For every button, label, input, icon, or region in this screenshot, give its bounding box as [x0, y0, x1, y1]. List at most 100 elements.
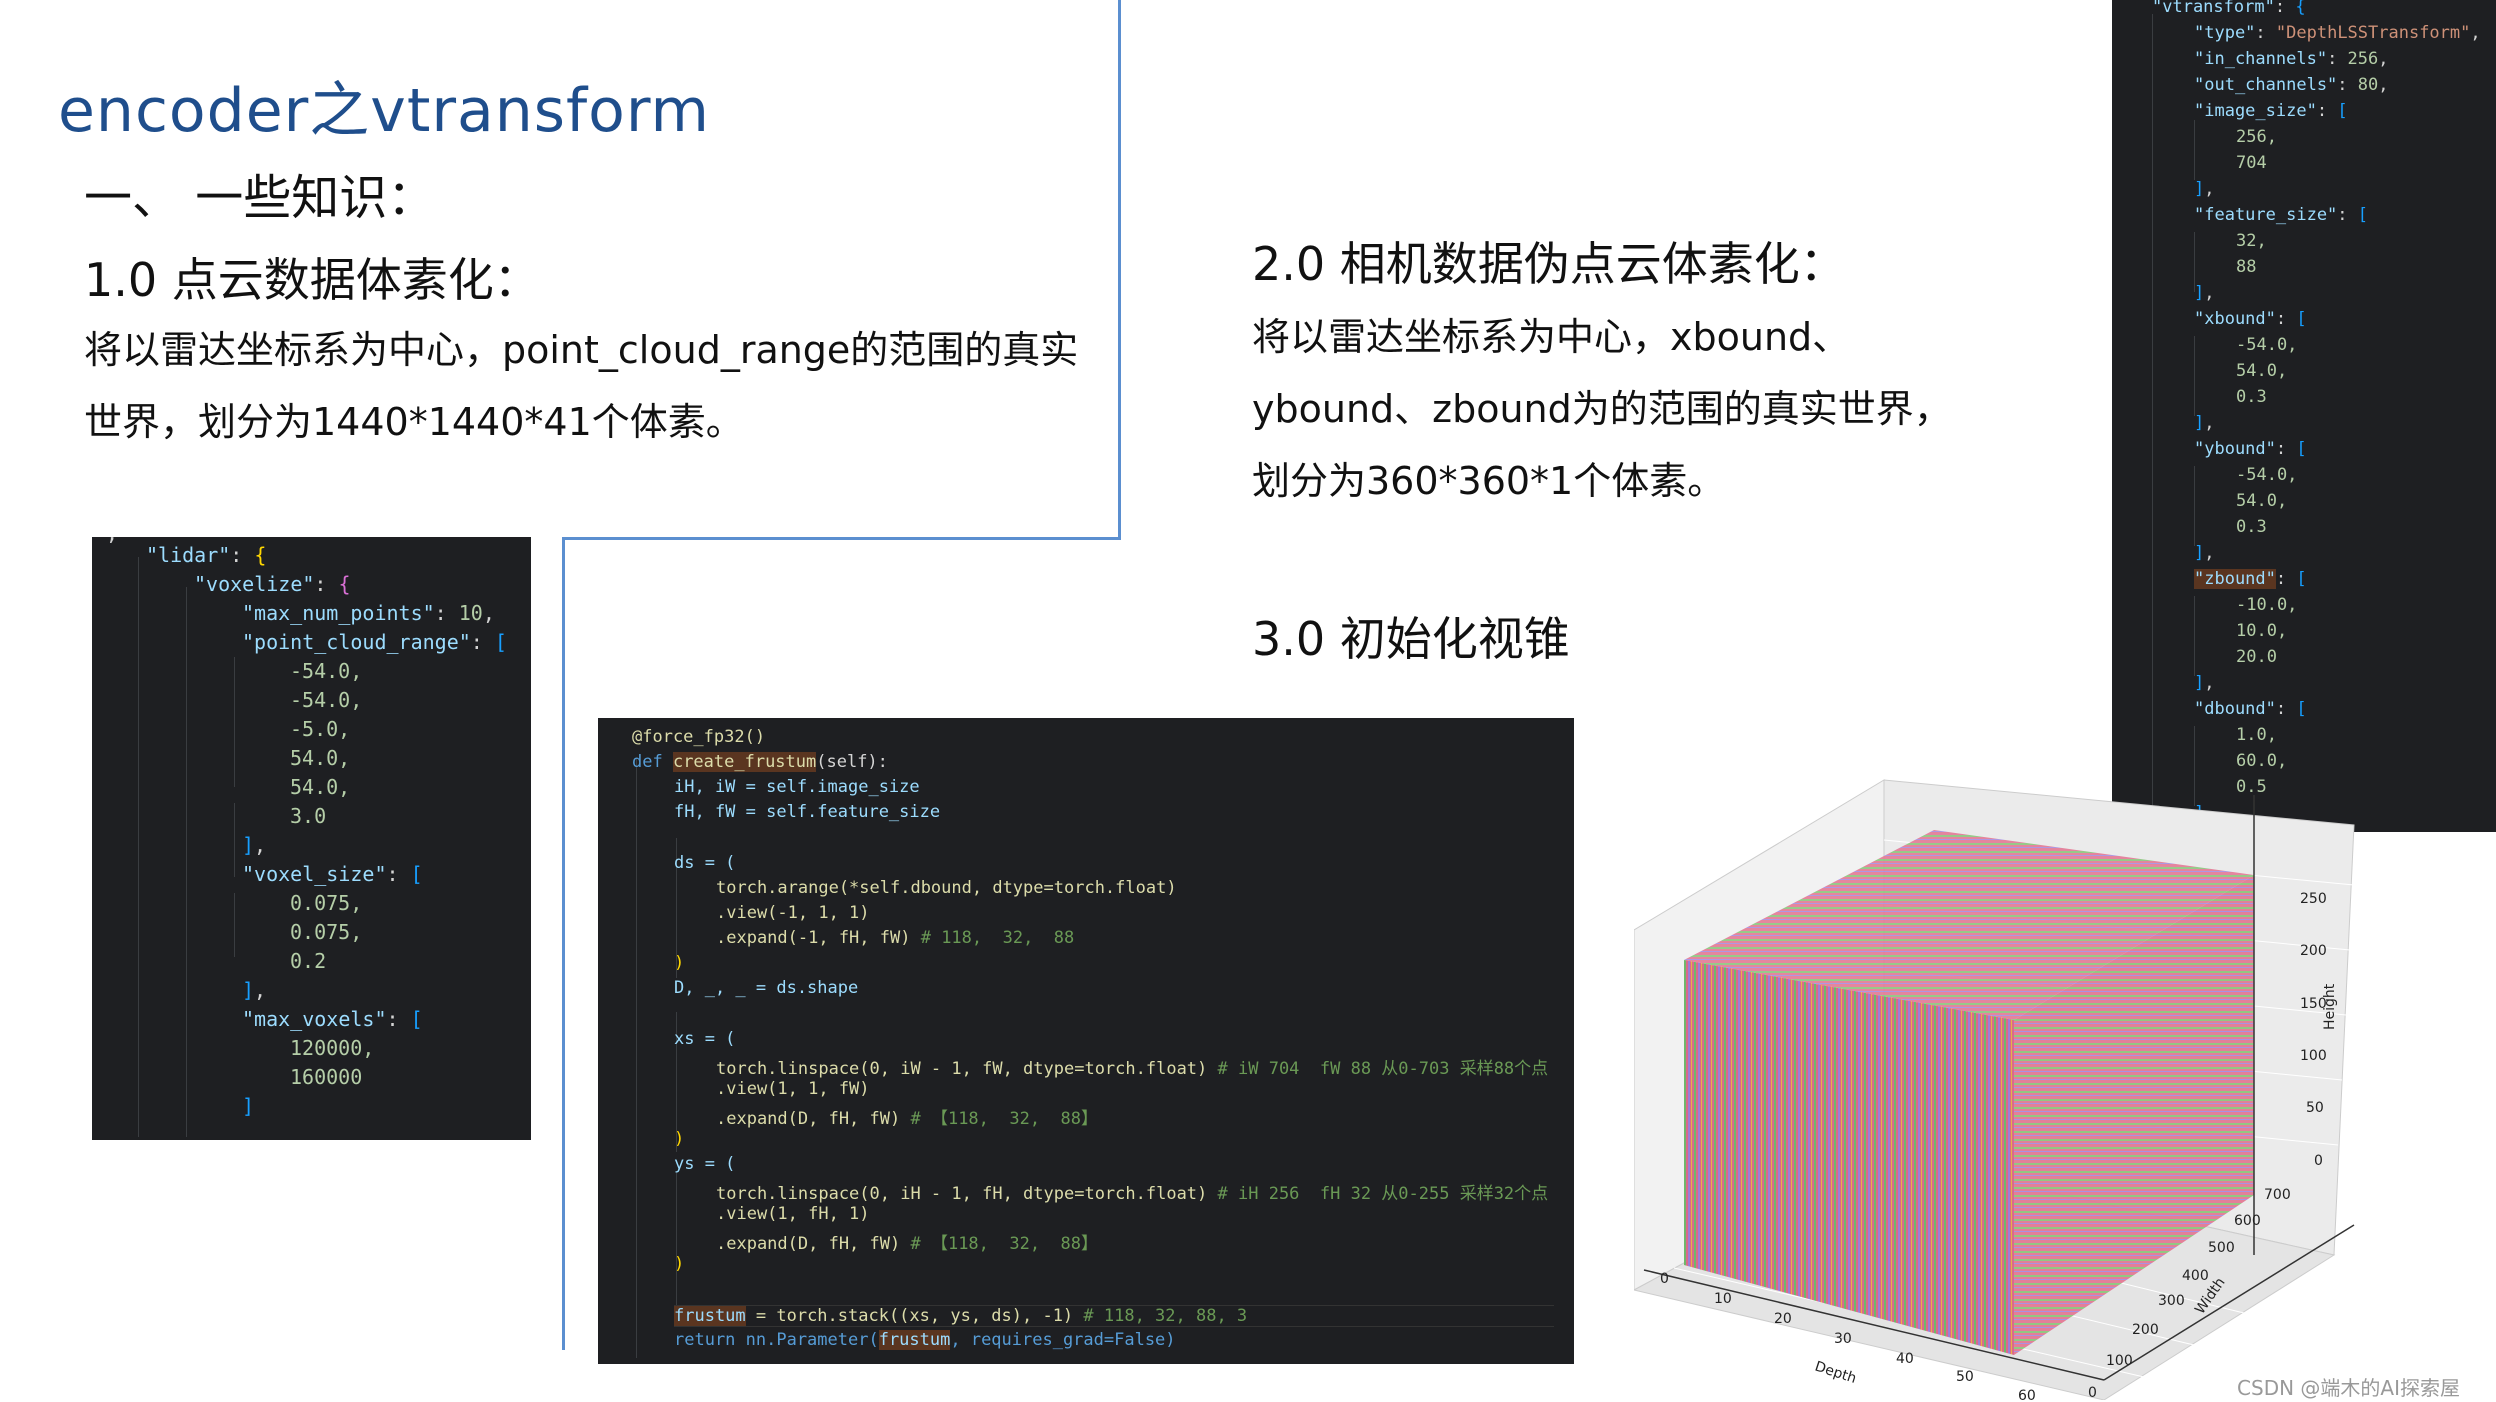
width-tick-500: 500	[2208, 1240, 2235, 1256]
max-voxels-value-0: 120000,	[290, 1036, 375, 1060]
section1-heading: 1.0 点云数据体素化：	[84, 253, 540, 307]
ybound-key: "ybound"	[2194, 439, 2276, 459]
zbound-key: "zbound"	[2194, 569, 2276, 589]
code-line-6: ds = (	[674, 853, 736, 873]
width-tick-700: 700	[2264, 1187, 2291, 1203]
cube-side-face	[2014, 875, 2254, 1355]
section2-line2: ybound、zbound为的范围的真实世界，	[1252, 387, 1952, 431]
section1-line1: 将以雷达坐标系为中心，point_cloud_range的范围的真实	[84, 328, 1079, 372]
xbound-value-2: 0.3	[2236, 387, 2267, 407]
code-line-14: torch.linspace(0, iW - 1, fW, dtype=torc…	[716, 1059, 1208, 1079]
width-tick-600: 600	[2234, 1213, 2261, 1229]
cube-front-face	[1684, 960, 2014, 1355]
type-value: "DepthLSSTransform"	[2275, 23, 2471, 43]
height-tick-250: 250	[2300, 891, 2327, 907]
depth-tick-20: 20	[1774, 1311, 1792, 1327]
section2-line1: 将以雷达坐标系为中心，xbound、	[1252, 315, 1851, 359]
in-channels-key: "in_channels"	[2194, 49, 2328, 69]
page-title: encoder之vtransform	[58, 76, 710, 146]
code-comment-16: # 【118, 32, 88】	[910, 1109, 1099, 1129]
width-tick-300: 300	[2158, 1293, 2185, 1309]
pcr-value-2: -5.0,	[290, 717, 351, 741]
width-tick-0: 0	[2088, 1385, 2097, 1400]
ybound-value-0: -54.0,	[2236, 465, 2298, 485]
height-axis-label: Height	[2322, 983, 2338, 1030]
vtransform-key: "vtransform"	[2152, 0, 2275, 17]
frustum-var: frustum	[674, 1306, 746, 1326]
code-line-17: )	[674, 1129, 685, 1149]
code-comment-24: # 118, 32, 88, 3	[1073, 1306, 1248, 1326]
code-line-8: .view(-1, 1, 1)	[716, 903, 870, 923]
width-axis	[2103, 1224, 2355, 1381]
image-size-key: "image_size"	[2194, 101, 2317, 121]
max-num-points-value: 10	[458, 601, 483, 625]
voxel-size-value-0: 0.075,	[290, 891, 363, 915]
depth-tick-60: 60	[2018, 1388, 2036, 1400]
xbound-value-0: -54.0,	[2236, 335, 2298, 355]
code-line-22: )	[674, 1254, 685, 1274]
dbound-value-1: 60.0,	[2236, 751, 2288, 771]
image-size-value-1: 704	[2236, 153, 2267, 173]
height-tick-200: 200	[2300, 943, 2327, 959]
pcr-value-1: -54.0,	[290, 688, 363, 712]
feature-size-value-0: 32,	[2236, 231, 2267, 251]
width-tick-100: 100	[2106, 1353, 2133, 1369]
depth-axis	[1643, 1269, 2105, 1381]
max-num-points-key: "max_num_points"	[242, 601, 435, 625]
section-heading: 一、 一些知识：	[84, 170, 436, 226]
pcr-value-0: -54.0,	[290, 659, 363, 683]
code-line-20: .view(1, fH, 1)	[716, 1204, 870, 1224]
feature-size-value-1: 88	[2236, 257, 2257, 277]
type-key: "type"	[2194, 23, 2256, 43]
depth-tick-30: 30	[1834, 1331, 1852, 1347]
code-comment-19: # iH 256 fH 32 从0-255 采样32个点	[1217, 1184, 1549, 1204]
xbound-value-1: 54.0,	[2236, 361, 2288, 381]
in-channels-value: 256	[2347, 49, 2379, 69]
create-frustum-code: @force_fp32() def create_frustum(self): …	[598, 718, 1574, 1364]
code-line-3: iH, iW = self.image_size	[674, 777, 920, 797]
height-tick-150: 150	[2300, 996, 2327, 1012]
dbound-value-0: 1.0,	[2236, 725, 2277, 745]
zbound-value-0: -10.0,	[2236, 595, 2298, 615]
max-voxels-value-1: 160000	[290, 1065, 363, 1089]
point-cloud-range-key: "point_cloud_range"	[242, 630, 471, 654]
xbound-key: "xbound"	[2194, 309, 2276, 329]
width-tick-400: 400	[2182, 1268, 2209, 1284]
voxel-size-key: "voxel_size"	[242, 862, 387, 886]
section1-line2: 世界，划分为1440*1440*41个体素。	[84, 400, 744, 444]
code-comment-21: # 【118, 32, 88】	[910, 1234, 1099, 1254]
voxelize-key: "voxelize"	[194, 572, 315, 596]
section1-text: 将以雷达坐标系为中心，point_cloud_range的范围的真实 世界，划分…	[84, 314, 1078, 458]
frame-line-top-vertical	[1118, 0, 1121, 540]
depth-tick-40: 40	[1896, 1351, 1914, 1367]
height-tick-50: 50	[2306, 1100, 2324, 1116]
decorator-line: @force_fp32()	[632, 727, 766, 747]
voxel-size-value-1: 0.075,	[290, 920, 363, 944]
watermark: CSDN @端木的AI探索屋	[2237, 1376, 2460, 1400]
code-line-18: ys = (	[674, 1154, 736, 1174]
code-comment-14: # iW 704 fW 88 从0-703 采样88个点	[1217, 1059, 1549, 1079]
zbound-value-1: 10.0,	[2236, 621, 2288, 641]
height-ticks: 250 200 150 100 50 0	[2300, 891, 2327, 1169]
code-line-21: .expand(D, fH, fW)	[716, 1234, 901, 1254]
zbound-value-2: 20.0	[2236, 647, 2277, 667]
code-line-16: .expand(D, fH, fW)	[716, 1109, 901, 1129]
pcr-value-3: 54.0,	[290, 746, 351, 770]
frustum-3d-plot: 250 200 150 100 50 0 Height 0 10 20 30 4…	[1634, 779, 2355, 1400]
dbound-key: "dbound"	[2194, 699, 2276, 719]
code-line-19: torch.linspace(0, iH - 1, fH, dtype=torc…	[716, 1184, 1208, 1204]
code-line-13: xs = (	[674, 1029, 736, 1049]
code-comment-9: # 118, 32, 88	[920, 928, 1075, 948]
depth-tick-10: 10	[1714, 1291, 1732, 1307]
ybound-value-1: 54.0,	[2236, 491, 2288, 511]
width-ticks: 0 100 200 300 400 500 600 700	[2088, 1187, 2291, 1400]
code-line-7: torch.arange(*self.dbound, dtype=torch.f…	[716, 878, 1177, 898]
height-tick-0: 0	[2314, 1153, 2323, 1169]
lidar-config-code: , "lidar": { "voxelize": { "max_num_poin…	[92, 537, 531, 1140]
depth-tick-50: 50	[1956, 1369, 1974, 1385]
code-line-9: .expand(-1, fH, fW)	[716, 928, 911, 948]
out-channels-key: "out_channels"	[2194, 75, 2338, 95]
pcr-value-5: 3.0	[290, 804, 327, 828]
def-keyword: def	[632, 752, 673, 772]
frame-line-horizontal	[562, 537, 1121, 540]
